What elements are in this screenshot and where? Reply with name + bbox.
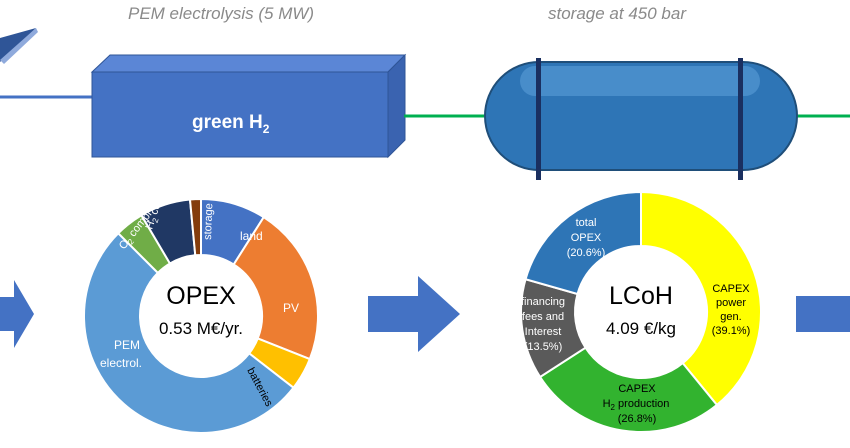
lcoh-label-capex-power-4: (39.1%) [712, 325, 751, 337]
lcoh-label-opex-3: (20.6%) [567, 247, 606, 259]
lcoh-label-financing: financing fees and Interest (13.5%) [521, 296, 565, 353]
lcoh-label-capex-power-2: power [716, 297, 746, 309]
lcoh-label-opex-2: OPEX [571, 232, 602, 244]
lcoh-label-capex-h2-2: H2 production [603, 398, 670, 412]
opex-center-value: 0.53 M€/yr. [159, 319, 243, 338]
arrow-opex-to-lcoh [368, 276, 460, 352]
electrolyzer-box [90, 53, 407, 159]
opex-label-storage: storage [202, 203, 215, 240]
lcoh-label-capex-h2: CAPEX H2 production (26.8%) [603, 383, 670, 425]
lcoh-label-capex-h2-1: CAPEX [618, 383, 656, 395]
lcoh-center-value: 4.09 €/kg [606, 319, 676, 338]
arrow-left-partial [0, 280, 34, 348]
opex-label-land: land [240, 229, 263, 243]
electrolyzer-label: green H2 [192, 112, 270, 136]
lcoh-label-capex-power: CAPEX power gen. (39.1%) [712, 283, 751, 337]
lcoh-label-capex-power-3: gen. [720, 311, 741, 323]
lcoh-label-financing-2: fees and [522, 311, 564, 323]
storage-caption: storage at 450 bar [548, 4, 686, 23]
lcoh-label-capex-power-1: CAPEX [712, 283, 750, 295]
lcoh-label-opex: total OPEX (20.6%) [567, 217, 606, 259]
solar-panel-edge [0, 28, 38, 64]
lcoh-donut-hole [575, 246, 707, 378]
lcoh-label-financing-3: Interest [525, 326, 562, 338]
opex-label-pem-2: electrol. [100, 356, 142, 370]
opex-label-pv: PV [283, 301, 299, 315]
storage-tank [484, 58, 798, 180]
lcoh-label-financing-4: (13.5%) [524, 341, 563, 353]
electrolysis-caption: PEM electrolysis (5 MW) [128, 4, 315, 23]
lcoh-label-financing-1: financing [521, 296, 565, 308]
lcoh-label-capex-h2-3: (26.8%) [618, 413, 657, 425]
opex-label-pem-1: PEM [114, 338, 140, 352]
arrow-right-partial [796, 296, 850, 332]
lcoh-label-opex-1: total [576, 217, 597, 229]
opex-donut-hole [140, 255, 262, 377]
lcoh-center-title: LCoH [609, 282, 673, 310]
opex-center-title: OPEX [166, 282, 236, 310]
